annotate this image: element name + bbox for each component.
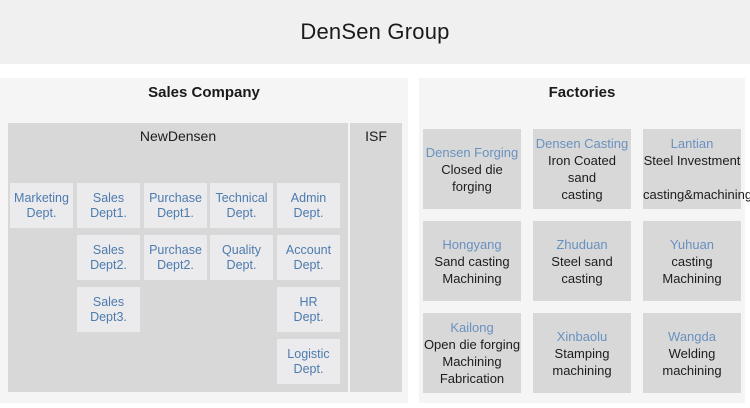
text-line: Sales [92, 294, 125, 309]
text-line: Quality [222, 242, 261, 257]
text-line: Steel Investment [643, 153, 741, 168]
factory-name: Zhuduan [556, 236, 608, 252]
text-line: Open die forging [423, 337, 521, 352]
text-line: Dept3. [90, 309, 127, 324]
text-line: Machining [662, 270, 722, 286]
text-line: Dept. [226, 205, 257, 220]
text-line: Machining [442, 354, 502, 369]
newdensen-label: NewDensen [139, 128, 217, 144]
factory-name: Wangda [668, 328, 716, 344]
text-line: Dept. [293, 361, 324, 376]
text-line: Account [285, 242, 332, 257]
factory-name: Lantian [670, 136, 714, 151]
text-line: Technical [215, 190, 268, 205]
factory-name: Densen Casting [535, 136, 629, 151]
app-header: DenSen Group [0, 0, 750, 64]
text-line: Fabrication [439, 371, 505, 386]
text-line: casting [671, 253, 713, 269]
factory-description: Steel Investment casting&machining [643, 152, 750, 203]
page-title: DenSen Group [300, 19, 450, 44]
text-line: Purchase [149, 190, 202, 205]
text-line: Dept. [226, 257, 257, 272]
text-line: Logistic [287, 346, 330, 361]
isf-label: ISF [365, 128, 387, 144]
text-line: Admin [290, 190, 327, 205]
factory-box-zhuduan: Zhuduan Steel sand casting [533, 221, 631, 301]
text-line: Iron Coated sand [548, 153, 616, 185]
factory-name: Yuhuan [669, 236, 715, 252]
text-line: Dept. [293, 205, 324, 220]
text-line: machining [552, 362, 612, 378]
factory-name: Xinbaolu [556, 328, 608, 344]
factory-box-densen-forging: Densen Forging Closed die forging [423, 129, 521, 209]
text-line: Marketing [14, 190, 69, 205]
text-line: casting [561, 187, 603, 202]
text-line: Dept1. [157, 205, 194, 220]
text-line: machining [662, 362, 722, 378]
text-line: Closed die forging [441, 161, 503, 194]
factory-name: Hongyang [442, 236, 502, 252]
factory-description: Steel sand casting [533, 253, 631, 287]
text-line: Sales [92, 242, 125, 257]
text-line: Machining [442, 270, 502, 286]
text-line: Steel sand casting [551, 253, 613, 286]
text-line: Dept2. [90, 257, 127, 272]
factory-box-lantian: Lantian Steel Investment casting&machinin… [643, 129, 750, 209]
isf-box: ISF [350, 123, 402, 392]
factories-panel: Factories Densen Forging Closed die forg… [419, 78, 750, 403]
text-line: Dept. [293, 309, 324, 324]
text-line: Dept2. [157, 257, 194, 272]
text-line: Sand casting [434, 253, 510, 269]
text-line: Dept. [26, 205, 57, 220]
factories-title: Factories [548, 84, 616, 101]
sales-company-title: Sales Company [148, 84, 260, 101]
text-line: casting&machining [643, 187, 750, 202]
text-line: HR [299, 294, 318, 309]
text-line: Dept1. [90, 205, 127, 220]
factory-box-densen-casting: Densen Casting Iron Coated sand casting [533, 129, 631, 209]
factory-description: Iron Coated sand casting [533, 152, 631, 203]
factory-name: Densen Forging [425, 144, 519, 160]
factory-name: Kailong [450, 320, 494, 335]
text-line [643, 169, 741, 186]
text-line: Stamping [554, 345, 610, 361]
text-line: Dept. [293, 257, 324, 272]
factory-description: Closed die forging [423, 161, 521, 195]
text-line: Sales [92, 190, 125, 205]
text-line: Welding [668, 345, 716, 361]
text-line: Purchase [149, 242, 202, 257]
